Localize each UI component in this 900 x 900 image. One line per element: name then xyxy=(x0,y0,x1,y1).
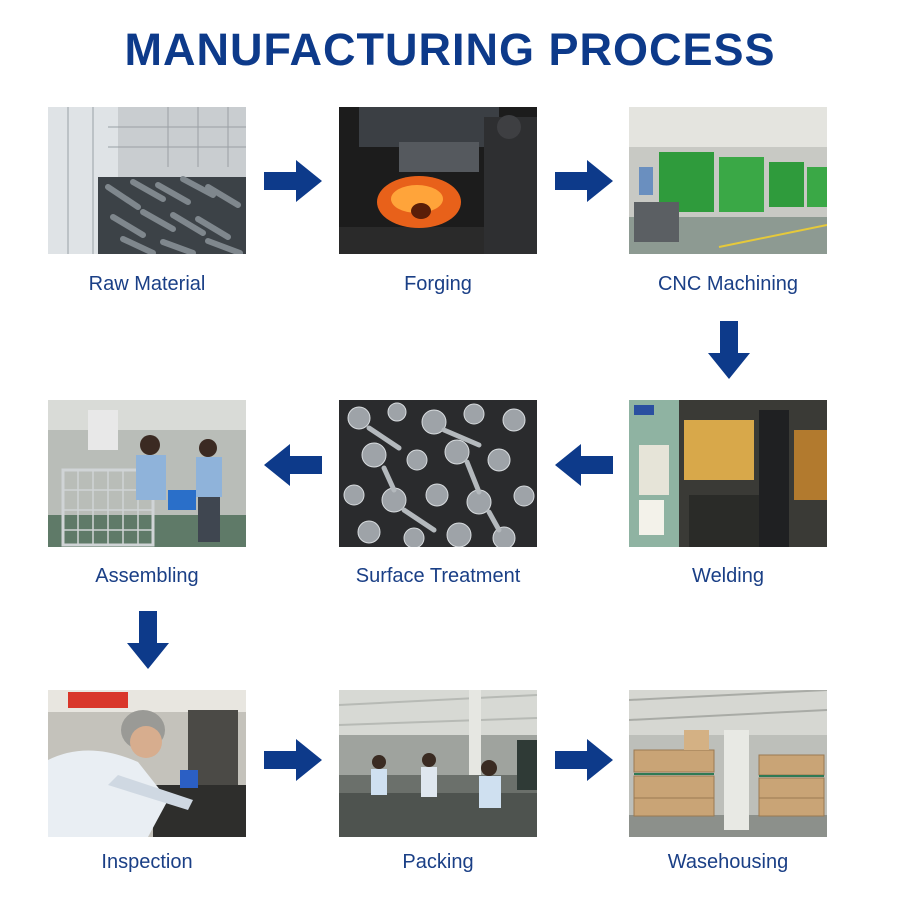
step-label-packing: Packing xyxy=(402,851,474,873)
step-label-raw-material: Raw Material xyxy=(88,273,206,295)
step-label-inspection: Inspection xyxy=(101,851,193,873)
step-photo-raw-material xyxy=(48,107,246,254)
arrow-down-icon xyxy=(127,611,169,669)
step-label-surface-treatment: Surface Treatment xyxy=(355,565,521,587)
step-photo-warehousing xyxy=(629,690,827,837)
arrow-left-icon xyxy=(555,444,613,486)
arrow-right-icon xyxy=(264,160,322,202)
page-title: MANUFACTURING PROCESS xyxy=(124,24,776,75)
step-photo-cnc-machining xyxy=(629,107,827,254)
arrow-right-icon xyxy=(264,739,322,781)
step-photo-forging xyxy=(339,107,537,254)
step-label-welding: Welding xyxy=(692,565,764,587)
step-photo-packing xyxy=(339,690,537,837)
arrow-down-icon xyxy=(708,321,750,379)
step-label-assembling: Assembling xyxy=(95,565,199,587)
step-label-forging: Forging xyxy=(404,273,472,295)
step-label-warehousing: Wasehousing xyxy=(667,851,789,873)
step-photo-welding xyxy=(629,400,827,547)
step-photo-surface-treatment xyxy=(339,400,537,547)
step-label-cnc-machining: CNC Machining xyxy=(657,273,799,295)
arrow-right-icon xyxy=(555,160,613,202)
step-photo-assembling xyxy=(48,400,246,547)
arrow-left-icon xyxy=(264,444,322,486)
arrow-right-icon xyxy=(555,739,613,781)
step-photo-inspection xyxy=(48,690,246,837)
